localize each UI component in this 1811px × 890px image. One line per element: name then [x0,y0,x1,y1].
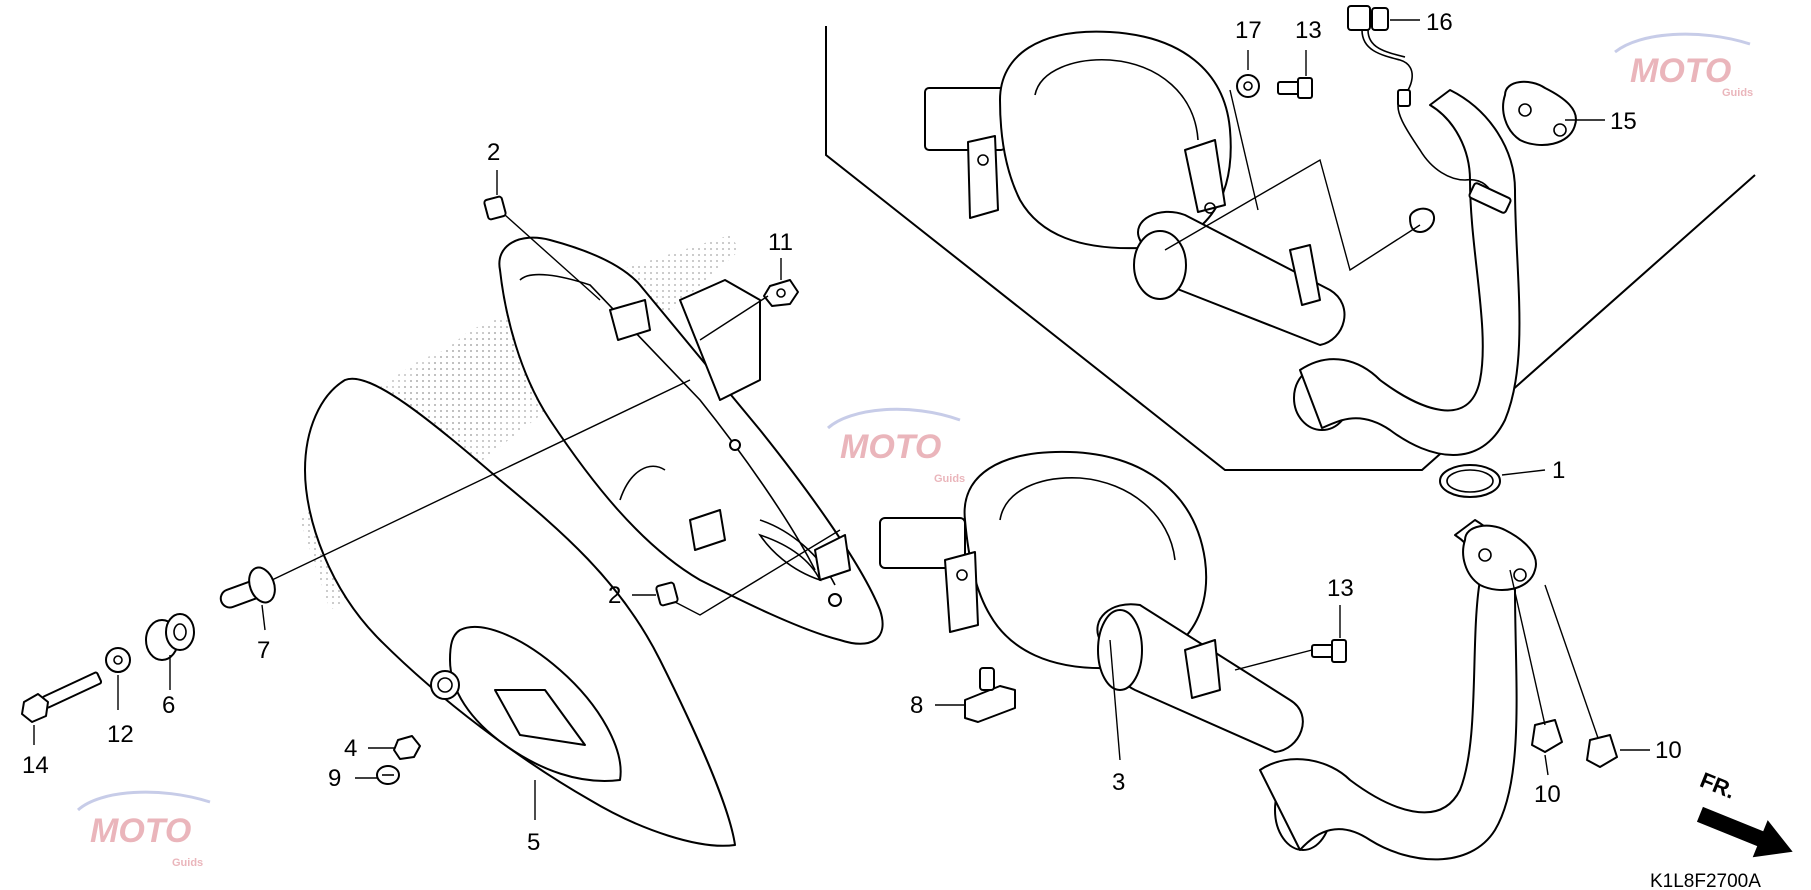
front-direction-arrow: FR. [1696,767,1793,858]
label-3: 3 [1112,769,1125,796]
grommet-6 [145,613,195,661]
watermark-logo-top-right: MOTO Guids [1614,32,1753,99]
rubber-mount-8 [964,667,1016,723]
cap-nut-10a [1531,719,1563,753]
leader-2b-long [674,529,841,616]
o2-sensor-16 [1347,5,1512,233]
collar-7 [219,566,276,609]
heat-shield-protector [498,236,884,645]
leader-10a-long [1509,569,1546,726]
leader-3 [1109,639,1121,761]
label-7: 7 [257,637,270,664]
leader-inset-sensor [1229,89,1259,211]
label-10b: 10 [1655,737,1682,764]
leader-11-long [699,295,769,341]
washer-12 [105,647,131,673]
diagram-code: K1L8F2700A [1650,871,1761,890]
nut-2a [483,195,507,221]
leader-10a [1544,754,1549,776]
label-11: 11 [768,229,793,256]
screw-9 [376,765,400,785]
label-4: 4 [344,735,357,762]
nut-2b [655,581,679,607]
watermark-text-1: MOTO [1630,52,1731,90]
label-15: 15 [1610,108,1637,135]
label-17: 17 [1235,17,1262,44]
label-5: 5 [527,829,540,856]
label-1: 1 [1552,457,1565,484]
watermark-sub-2: Guids [934,473,965,485]
label-13b: 13 [1327,575,1354,602]
nut-11 [763,279,799,307]
bolt-14 [21,671,103,723]
label-14: 14 [22,752,49,779]
label-12: 12 [107,721,134,748]
inset-frame [825,26,1756,471]
leader-1 [1501,469,1546,476]
label-8: 8 [910,692,923,719]
label-2a: 2 [487,139,500,166]
nut-4 [393,735,421,760]
inset-muffler [924,30,1577,456]
gasket-1-inner [1446,469,1494,493]
leader-7-long [271,379,691,581]
inset-washer-17 [1236,74,1260,98]
inset-bolt-13 [1277,77,1313,99]
leader-13-long [1234,649,1313,671]
watermark-text-2: MOTO [840,428,941,466]
watermark-sub-3: Guids [172,857,203,869]
muffler-3 [879,450,1537,861]
label-16: 16 [1426,9,1453,36]
watermark-logo-bottom-left: MOTO Guids [76,790,211,869]
cap-nut-10b [1586,734,1618,768]
fr-label: FR. [1697,767,1739,803]
label-6: 6 [162,692,175,719]
label-13a: 13 [1295,17,1322,44]
label-9: 9 [328,765,341,792]
leader-10b-long [1544,584,1599,739]
muffler-cover-5 [304,377,736,847]
watermark-logo-center: MOTO Guids [826,407,965,485]
label-2b: 2 [608,582,621,609]
watermark-text-3: MOTO [90,812,191,850]
arrow-icon [1696,806,1793,858]
leader-7 [261,604,266,631]
leader-inset-sensor-2 [1164,158,1421,272]
leader-2a-long [504,214,601,301]
watermark-sub-1: Guids [1722,87,1753,99]
label-10a: 10 [1534,781,1561,808]
bolt-13 [1311,639,1347,663]
